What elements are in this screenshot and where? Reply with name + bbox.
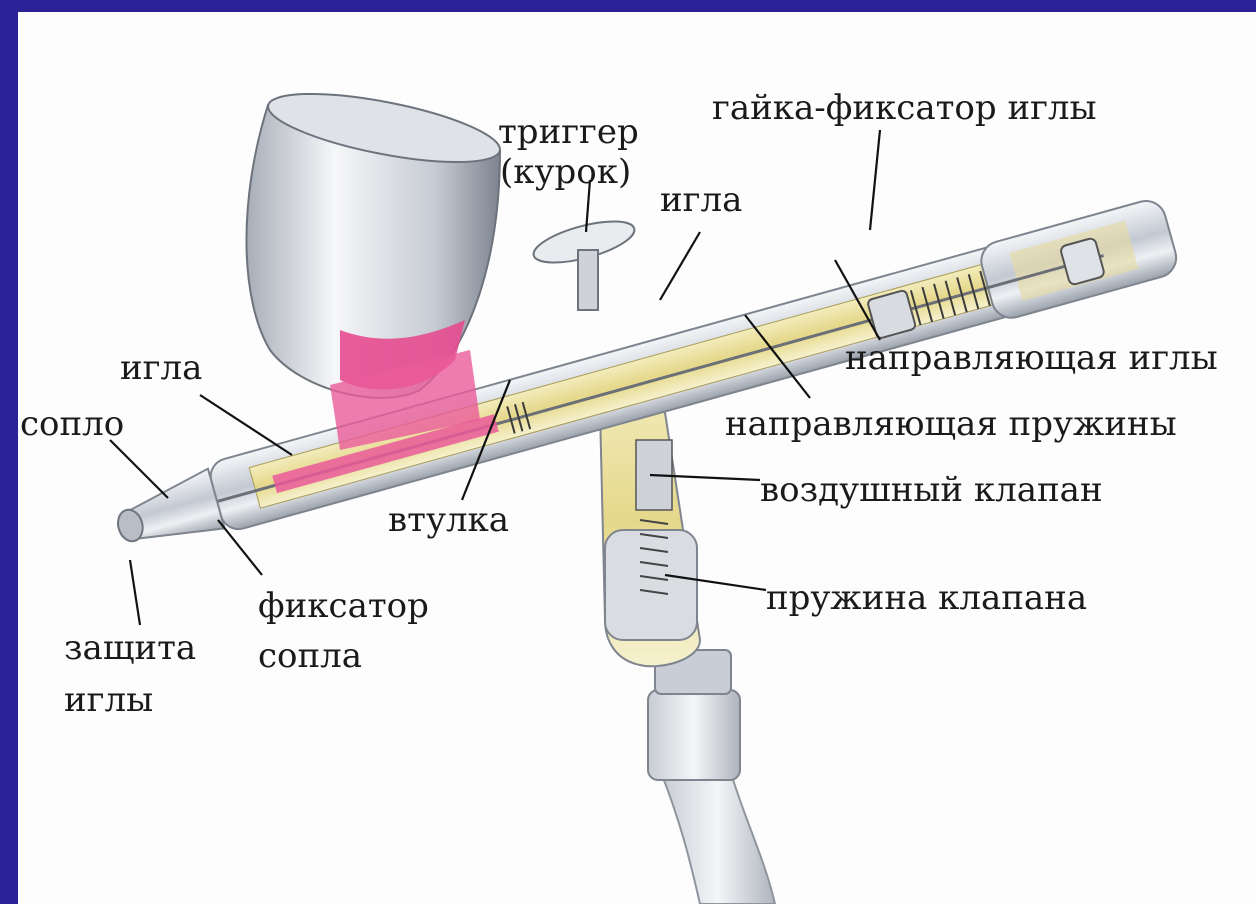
handle-grip bbox=[605, 530, 697, 640]
label-bushing: втулка bbox=[388, 500, 509, 540]
label-nozzle-retainer-line1: фиксатор bbox=[258, 586, 429, 626]
label-needle-cap-line2: иглы bbox=[64, 680, 153, 720]
label-needle-left: игла bbox=[120, 348, 202, 388]
label-nozzle: сопло bbox=[20, 404, 124, 444]
label-nozzle-retainer-line2: сопла bbox=[258, 636, 362, 676]
air-hose bbox=[660, 770, 775, 904]
label-spring-guide: направляющая пружины bbox=[725, 404, 1177, 444]
label-trigger-line1: триггер bbox=[498, 112, 639, 152]
label-needle-cap-line1: защита bbox=[64, 628, 196, 668]
hose-nut bbox=[648, 690, 740, 780]
label-needle-top: игла bbox=[660, 180, 742, 220]
label-valve-spring: пружина клапана bbox=[766, 578, 1087, 618]
label-needle-guide: направляющая иглы bbox=[845, 338, 1218, 378]
label-needle-nut: гайка-фиксатор иглы bbox=[712, 88, 1097, 128]
label-air-valve: воздушный клапан bbox=[760, 470, 1103, 510]
label-trigger-line2: (курок) bbox=[500, 152, 631, 192]
